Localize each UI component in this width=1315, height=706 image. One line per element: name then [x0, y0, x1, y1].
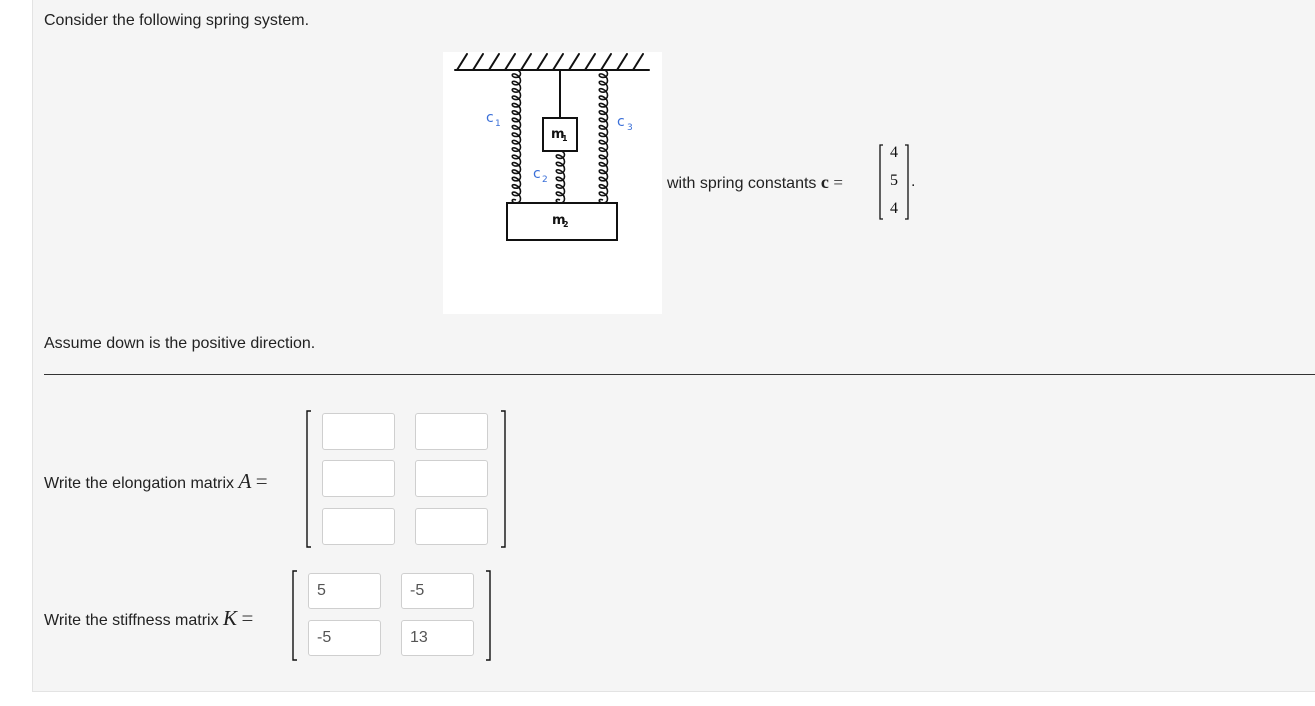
label-m1: m [551, 127, 565, 142]
mass-m1-box [542, 117, 578, 152]
stiffness-equals: = [241, 606, 254, 630]
spring-constants-text: with spring constants c = [667, 172, 843, 194]
stiffness-cell-r1c2[interactable] [401, 573, 474, 609]
spring-c3 [598, 69, 609, 204]
elongation-cell-r3c1[interactable] [322, 508, 395, 545]
constants-symbol: c [820, 172, 829, 192]
constants-equals: = [833, 173, 843, 192]
stiffness-label: Write the stiffness matrix [44, 612, 219, 629]
elongation-cell-r3c2[interactable] [415, 508, 488, 545]
assumption-text: Assume down is the positive direction. [44, 335, 316, 352]
question-panel [32, 0, 1315, 692]
constant-c1-value: 4 [890, 144, 898, 161]
ceiling-hatching [456, 53, 644, 71]
elongation-label-row: Write the elongation matrix A = [44, 471, 268, 494]
elongation-cell-r2c2[interactable] [415, 460, 488, 497]
label-m2-sub: 2 [563, 220, 569, 229]
spring-c2 [555, 150, 566, 204]
constant-c3-value: 4 [890, 200, 898, 217]
elongation-matrix-brackets [306, 410, 506, 548]
stiffness-matrix-brackets [292, 570, 491, 661]
intro-text: Consider the following spring system. [44, 12, 310, 29]
spring-diagram: c 1 c 3 c 2 m 1 m 2 [454, 53, 650, 241]
spring-system-figure: c 1 c 3 c 2 m 1 m 2 [443, 52, 662, 314]
stiffness-symbol: K [223, 606, 238, 630]
label-m2: m [552, 213, 566, 228]
spring-c1 [511, 69, 522, 204]
elongation-symbol: A [238, 469, 252, 493]
elongation-label: Write the elongation matrix [44, 475, 235, 492]
stiffness-label-row: Write the stiffness matrix K = [44, 608, 253, 631]
mass-m2-box [506, 202, 618, 241]
label-c3-sub: 3 [627, 123, 633, 133]
elongation-cell-r1c1[interactable] [322, 413, 395, 450]
label-c2: c [533, 166, 541, 182]
elongation-equals: = [255, 469, 268, 493]
label-m1-sub: 1 [562, 134, 568, 143]
label-c1: c [486, 110, 494, 126]
section-divider [44, 374, 1315, 375]
constants-prefix: with spring constants [667, 175, 817, 192]
constant-c2-value: 5 [890, 172, 898, 189]
stiffness-cell-r2c1[interactable] [308, 620, 381, 656]
stiffness-cell-r2c2[interactable] [401, 620, 474, 656]
elongation-cell-r2c1[interactable] [322, 460, 395, 497]
label-c3: c [617, 114, 625, 130]
elongation-cell-r1c2[interactable] [415, 413, 488, 450]
label-c1-sub: 1 [495, 119, 501, 129]
constants-period: . [911, 173, 916, 190]
label-c2-sub: 2 [542, 175, 548, 185]
constants-vector-brackets [879, 144, 909, 220]
stiffness-cell-r1c1[interactable] [308, 573, 381, 609]
